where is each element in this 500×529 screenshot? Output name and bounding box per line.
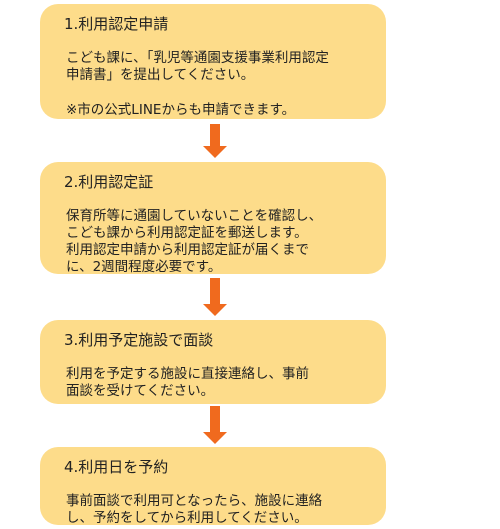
step-body-line: 利用を予定する施設に直接連絡し、事前 [66,366,309,382]
step-title: 2.利用認定証 [64,173,154,191]
step-body-line: こども課に、「乳児等通園支援事業利用認定 [66,50,329,66]
down-arrow-icon [203,278,227,316]
step-body-line: 面談を受けてください。 [66,383,215,399]
step-note: ※市の公式LINEからも申請できます。 [66,102,296,118]
step-title: 4.利用日を予約 [64,458,169,476]
step-body: 保育所等に通園していないことを確認し、 こども課から利用認定証を郵送します。 利… [66,208,368,276]
step-body-line: し、予約をしてから利用してください。 [66,510,308,526]
step-body: こども課に、「乳児等通園支援事業利用認定 申請書」を提出してください。 [66,50,368,84]
step-box-2: 2.利用認定証 保育所等に通園していないことを確認し、 こども課から利用認定証を… [40,162,386,276]
step-body: 利用を予定する施設に直接連絡し、事前 面談を受けてください。 [66,366,368,400]
step-title: 3.利用予定施設で面談 [64,331,214,349]
step-box-1: 1.利用認定申請 こども課に、「乳児等通園支援事業利用認定 申請書」を提出してく… [40,4,386,119]
step-body-line: 申請書」を提出してください。 [66,67,255,83]
step-body-line: 利用認定申請から利用認定証が届くまで [66,242,309,258]
step-box-3: 3.利用予定施設で面談 利用を予定する施設に直接連絡し、事前 面談を受けてくださ… [40,320,386,404]
step-box-4: 4.利用日を予約 事前面談で利用可となったら、施設に連絡 し、予約をしてから利用… [40,447,386,527]
step-body: 事前面談で利用可となったら、施設に連絡 し、予約をしてから利用してください。 [66,493,368,527]
down-arrow-icon [203,124,227,158]
step-body-line: に、2週間程度必要です。 [66,259,222,275]
step-body-line: こども課から利用認定証を郵送します。 [66,225,308,241]
down-arrow-icon [203,406,227,444]
step-title: 1.利用認定申請 [64,15,169,33]
step-body-line: 保育所等に通園していないことを確認し、 [66,208,323,224]
step-body-line: 事前面談で利用可となったら、施設に連絡 [66,493,323,509]
